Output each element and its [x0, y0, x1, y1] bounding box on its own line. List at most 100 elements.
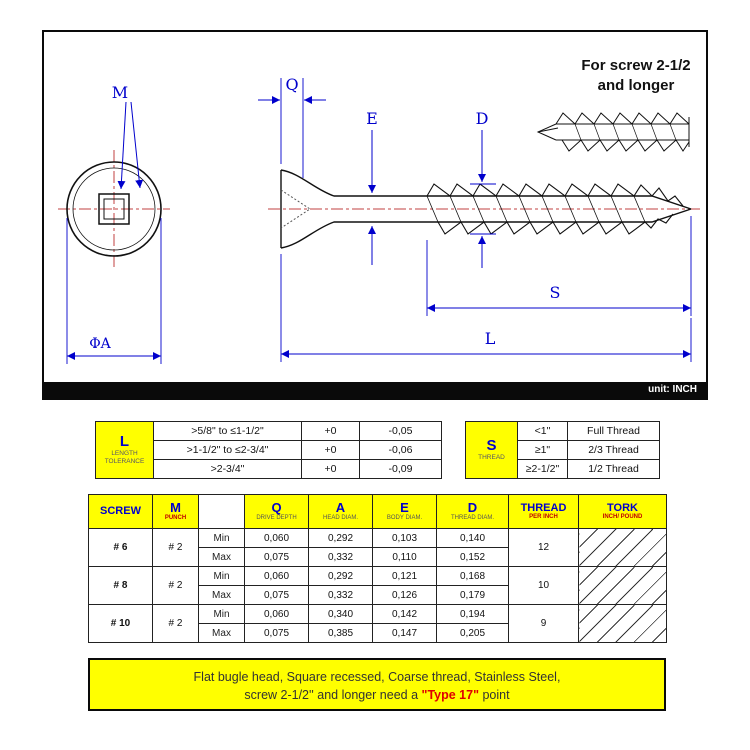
note: For screw 2-1/2 and longer — [581, 57, 690, 94]
q-value-cell: 0,075 — [244, 547, 309, 567]
s-label: S — [550, 283, 561, 302]
e-value-cell: 0,126 — [372, 585, 437, 605]
screw-side-view — [280, 169, 692, 249]
table-row: L LENGTH TOLERANCE >5/8" to ≤1-1/2" +0 -… — [95, 421, 442, 479]
max-label-cell: Max — [198, 547, 245, 567]
m-label: M — [112, 83, 128, 102]
d-value-cell: 0,179 — [436, 585, 509, 605]
range-cell: >2-3/4" — [153, 459, 302, 479]
banner-line2: screw 2-1/2'' and longer need a "Type 17… — [90, 686, 664, 704]
punch-cell: # 2 — [152, 528, 199, 567]
s-key-letter: S — [486, 436, 497, 454]
d-value-cell: 0,140 — [436, 528, 509, 548]
table-row: ≥2-1/2" 1/2 Thread — [466, 459, 660, 479]
table-row: # 6 # 2 Min 0,060 0,292 0,103 0,140 12 — [88, 528, 667, 567]
header-e: E BODY DIAM. — [372, 494, 437, 529]
punch-cell: # 2 — [152, 566, 199, 605]
description-banner: Flat bugle head, Square recessed, Coarse… — [88, 658, 666, 711]
e-value-cell: 0,110 — [372, 547, 437, 567]
d-label: D — [476, 109, 489, 128]
screw-technical-drawing: M ΦA — [58, 57, 702, 364]
recess-hidden-lines — [280, 189, 311, 229]
l-label: L — [485, 329, 496, 348]
dimension-s: S — [426, 216, 692, 316]
screw-size-cell: # 10 — [88, 604, 153, 643]
technical-drawing-panel: M ΦA — [42, 30, 708, 400]
range-cell: >5/8" to ≤1-1/2" — [153, 421, 302, 441]
header-q: Q DRIVE DEPTH — [244, 494, 309, 529]
a-value-cell: 0,332 — [308, 585, 373, 605]
l-key-cell: L LENGTH TOLERANCE — [95, 421, 154, 479]
plus-tolerance-cell: +0 — [301, 440, 360, 460]
dimension-e: E — [366, 109, 378, 265]
header-d: D THREAD DIAM. — [436, 494, 509, 529]
thread-value-cell: Full Thread — [567, 421, 660, 441]
screw-size-cell: # 8 — [88, 566, 153, 605]
unit-label-bar: unit: INCH — [44, 382, 706, 398]
thread-per-inch-cell: 12 — [508, 528, 579, 567]
banner-line2-post: point — [479, 688, 510, 702]
e-value-cell: 0,121 — [372, 566, 437, 586]
unit-label: unit: INCH — [648, 384, 697, 395]
minus-tolerance-cell: -0,05 — [359, 421, 442, 441]
d-value-cell: 0,194 — [436, 604, 509, 624]
s-key-sub: THREAD — [478, 454, 505, 462]
s-key-cell: S THREAD — [465, 421, 518, 479]
thread-per-inch-cell: 10 — [508, 566, 579, 605]
q-value-cell: 0,075 — [244, 623, 309, 643]
minus-tolerance-cell: -0,06 — [359, 440, 442, 460]
max-label-cell: Max — [198, 585, 245, 605]
dimension-q: Q — [258, 75, 326, 178]
e-value-cell: 0,142 — [372, 604, 437, 624]
condition-cell: <1" — [517, 421, 568, 441]
dimension-l: L — [280, 254, 692, 362]
table-row: ≥1" 2/3 Thread — [466, 440, 660, 460]
e-value-cell: 0,147 — [372, 623, 437, 643]
length-tolerance-table: L LENGTH TOLERANCE >5/8" to ≤1-1/2" +0 -… — [95, 421, 442, 479]
l-key-letter: L — [119, 432, 130, 450]
punch-cell: # 2 — [152, 604, 199, 643]
condition-cell: ≥2-1/2" — [517, 459, 568, 479]
thread-value-cell: 1/2 Thread — [567, 459, 660, 479]
dimension-d: D — [470, 109, 496, 268]
range-cell: >1-1/2" to ≤2-3/4" — [153, 440, 302, 460]
header-tork: TORK INCH/ POUND — [578, 494, 667, 529]
l-key-sub1: LENGTH — [111, 450, 138, 458]
q-value-cell: 0,060 — [244, 566, 309, 586]
q-value-cell: 0,075 — [244, 585, 309, 605]
header-blank — [198, 494, 245, 529]
table-row: Max 0,075 0,385 0,147 0,205 — [89, 623, 667, 643]
a-value-cell: 0,332 — [308, 547, 373, 567]
header-thread-per-inch: THREAD PER INCH — [508, 494, 579, 529]
l-key-sub2: TOLERANCE — [104, 458, 145, 466]
q-value-cell: 0,060 — [244, 528, 309, 548]
tork-cell — [578, 528, 667, 567]
q-value-cell: 0,060 — [244, 604, 309, 624]
a-value-cell: 0,292 — [308, 566, 373, 586]
header-a: A HEAD DIAM. — [308, 494, 373, 529]
table-row: # 8 # 2 Min 0,060 0,292 0,121 0,168 10 — [88, 566, 667, 605]
a-value-cell: 0,385 — [308, 623, 373, 643]
head-front-view — [66, 161, 162, 257]
condition-cell: ≥1" — [517, 440, 568, 460]
dimension-m: M — [112, 83, 144, 190]
table-row: # 10 # 2 Min 0,060 0,340 0,142 0,194 9 — [88, 604, 667, 643]
threads — [426, 183, 684, 235]
plus-tolerance-cell: +0 — [301, 421, 360, 441]
phi-a-label: ΦA — [89, 336, 111, 352]
screw-size-cell: # 6 — [88, 528, 153, 567]
d-value-cell: 0,205 — [436, 623, 509, 643]
plus-tolerance-cell: +0 — [301, 459, 360, 479]
a-value-cell: 0,292 — [308, 528, 373, 548]
screw-spec-table: SCREW M PUNCH Q DRIVE DEPTH A HEAD DIAM.… — [88, 494, 667, 643]
banner-line2-pre: screw 2-1/2'' and longer need a — [244, 688, 422, 702]
min-label-cell: Min — [198, 604, 245, 624]
thread-per-inch-cell: 9 — [508, 604, 579, 643]
type17-inset-screw — [536, 112, 690, 152]
max-label-cell: Max — [198, 623, 245, 643]
header-m-punch: M PUNCH — [152, 494, 199, 529]
minus-tolerance-cell: -0,09 — [359, 459, 442, 479]
e-value-cell: 0,103 — [372, 528, 437, 548]
type17-highlight: "Type 17" — [421, 688, 479, 702]
dimension-phi-a: ΦA — [66, 218, 162, 364]
